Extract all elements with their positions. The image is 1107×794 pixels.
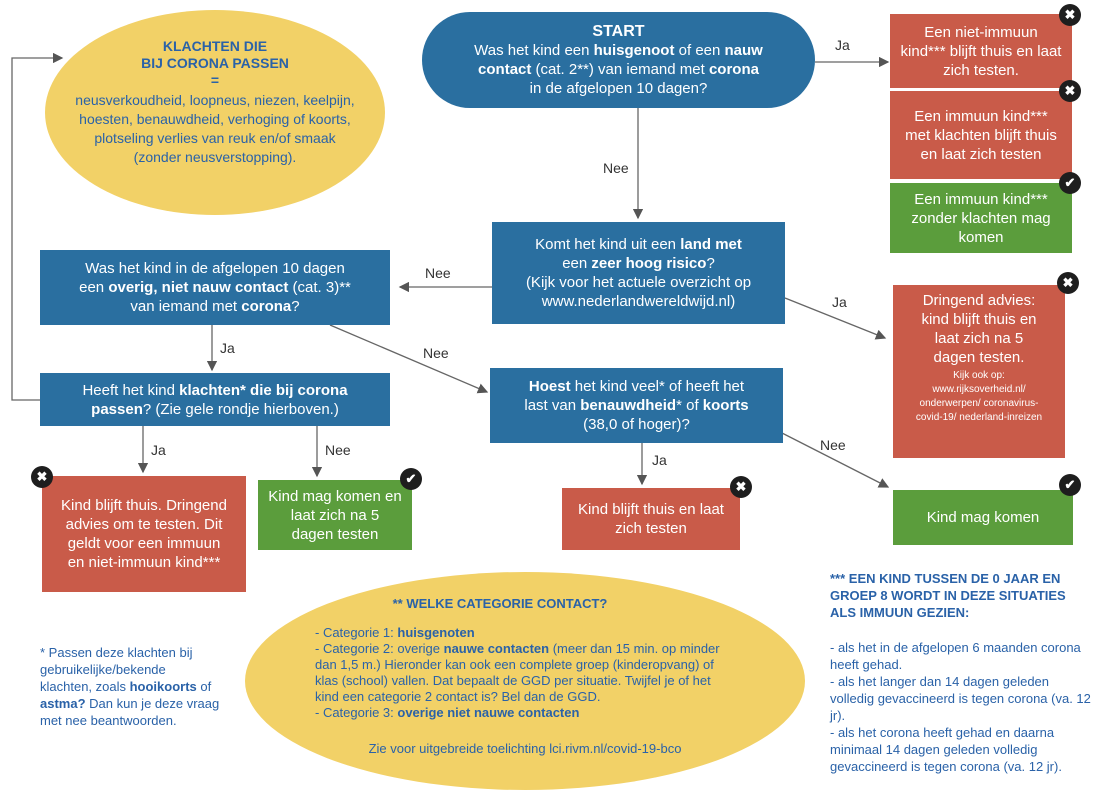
arrow-hoest-nee [781, 432, 890, 488]
klachten-oval: KLACHTEN DIE BIJ CORONA PASSEN = neusver… [45, 10, 385, 215]
outcome-immuun-klachten: Een immuun kind*** met klachten blijft t… [890, 91, 1072, 179]
cross-icon: ✖ [730, 476, 752, 498]
cross-icon: ✖ [1059, 4, 1081, 26]
categorie-contact-oval: ** WELKE CATEGORIE CONTACT? - Categorie … [245, 572, 805, 790]
hoest-question-box: Hoest het kind veel* of heeft het last v… [490, 368, 783, 443]
label-ja: Ja [652, 452, 667, 468]
label-nee: Nee [423, 345, 449, 361]
rijksoverheid-link: Kijk ook op: www.rijksoverheid.nl/ onder… [915, 370, 1043, 423]
label-ja: Ja [832, 294, 847, 310]
arrow-klachten-loop [11, 52, 64, 401]
outcome-mag-komen-testen: Kind mag komen en laat zich na 5 dagen t… [258, 480, 412, 550]
arrow-risk-ja [784, 297, 887, 340]
klachten-oval-title: KLACHTEN DIE BIJ CORONA PASSEN = [141, 38, 289, 88]
risk-country-question-box: Komt het kind uit een land met een zeer … [492, 222, 785, 324]
footnote-right-title: *** EEN KIND TUSSEN DE 0 JAAR EN GROEP 8… [830, 571, 1066, 620]
label-nee: Nee [820, 437, 846, 453]
outcome-niet-immuun: Een niet-immuun kind*** blijft thuis en … [890, 14, 1072, 88]
check-icon: ✔ [1059, 474, 1081, 496]
categorie-footer-link: Zie voor uitgebreide toelichting lci.riv… [368, 741, 682, 756]
arrow-cat3-nee [329, 324, 489, 394]
outcome-thuis-testen: Kind blijft thuis en laat zich testen [562, 488, 740, 550]
cross-icon: ✖ [1059, 80, 1081, 102]
check-icon: ✔ [1059, 172, 1081, 194]
outcome-thuis-testen-advies: Kind blijft thuis. Dringend advies om te… [42, 476, 246, 592]
cross-icon: ✖ [1057, 272, 1079, 294]
label-ja: Ja [835, 37, 850, 53]
categorie-title: ** WELKE CATEGORIE CONTACT? [392, 596, 608, 611]
label-ja: Ja [220, 340, 235, 356]
outcome-immuun-zonder-klachten: Een immuun kind*** zonder klachten mag k… [890, 183, 1072, 253]
outcome-mag-komen: Kind mag komen [893, 490, 1073, 545]
check-icon: ✔ [400, 468, 422, 490]
start-question-box: START Was het kind een huisgenoot of een… [422, 12, 815, 108]
label-ja: Ja [151, 442, 166, 458]
label-nee: Nee [325, 442, 351, 458]
cat3-contact-question-box: Was het kind in de afgelopen 10 dagen ee… [40, 250, 390, 325]
label-nee: Nee [425, 265, 451, 281]
cross-icon: ✖ [31, 466, 53, 488]
klachten-oval-body: neusverkoudheid, loopneus, niezen, keelp… [75, 92, 355, 165]
footnote-left: * Passen deze klachten bij gebruikelijke… [40, 645, 220, 728]
label-nee: Nee [603, 160, 629, 176]
outcome-dringend-advies: Dringend advies: kind blijft thuis en la… [893, 285, 1065, 458]
klachten-question-box: Heeft het kind klachten* die bij corona … [40, 373, 390, 426]
start-heading: START [592, 23, 645, 40]
footnote-right: *** EEN KIND TUSSEN DE 0 JAAR EN GROEP 8… [830, 571, 1091, 774]
